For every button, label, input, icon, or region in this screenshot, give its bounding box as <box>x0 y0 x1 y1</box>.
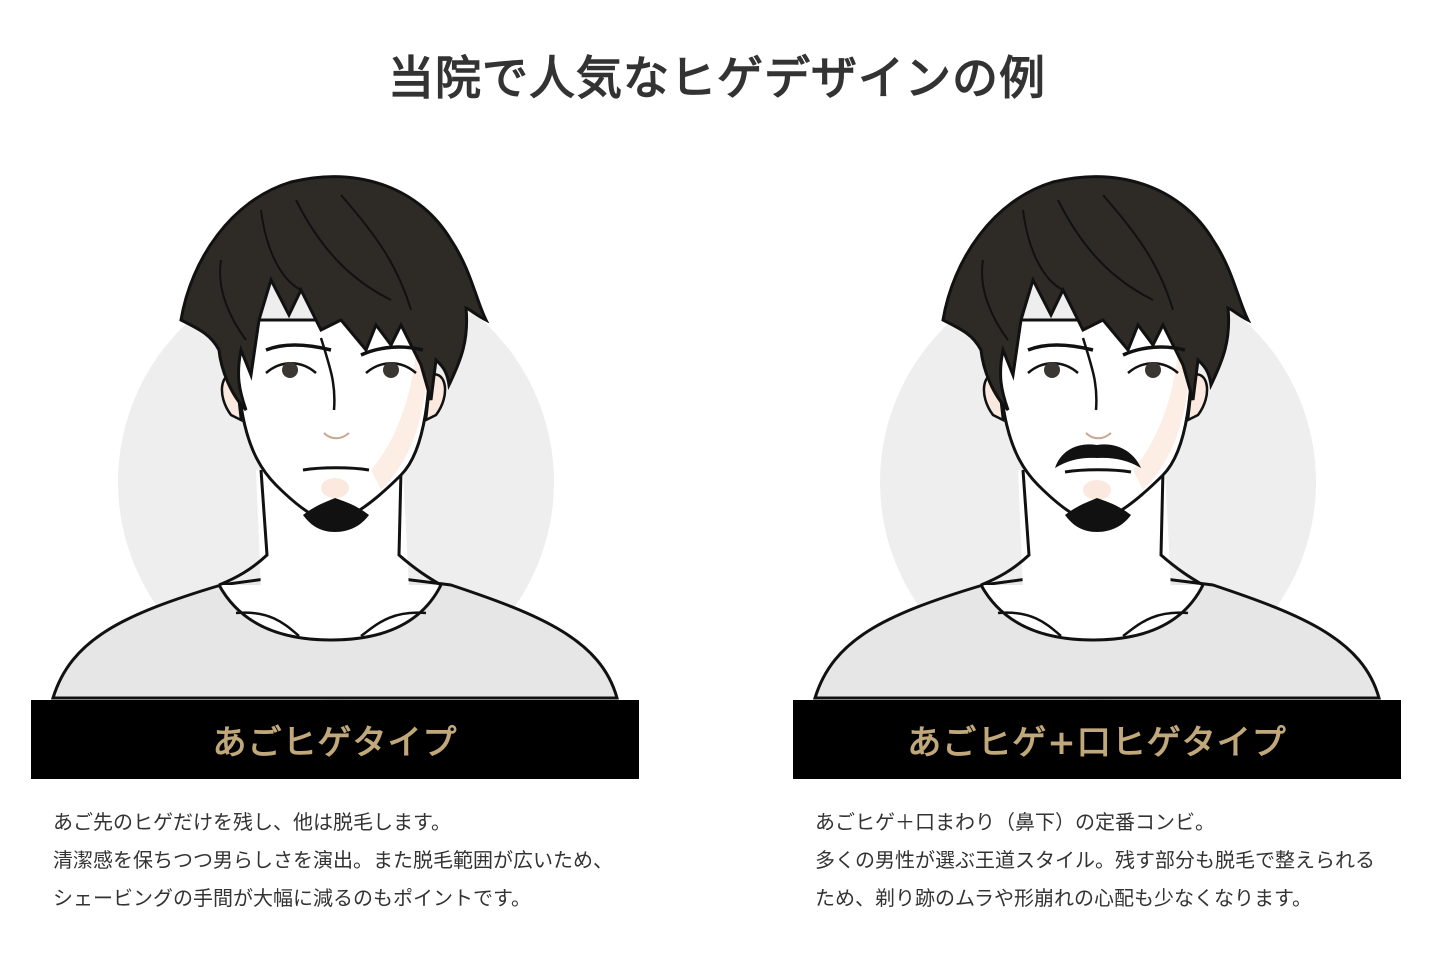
beard-type-label-text: あごヒゲ+口ヒゲタイプ <box>907 723 1287 763</box>
description-line: 多くの男性が選ぶ王道スタイル。残す部分も脱毛で整えられるため、剃り跡のムラや形崩… <box>815 848 1375 910</box>
beard-style-card-chin-mustache: あごヒゲ+口ヒゲタイプ あごヒゲ＋口まわり（鼻下）の定番コンビ。 多くの男性が選… <box>793 170 1401 917</box>
beard-style-card-chin: あごヒゲタイプ あご先のヒゲだけを残し、他は脱毛します。 清潔感を保ちつつ男らし… <box>31 170 639 917</box>
description-line: あご先のヒゲだけを残し、他は脱毛します。 <box>53 810 451 834</box>
beard-type-description: あごヒゲ＋口まわり（鼻下）の定番コンビ。 多くの男性が選ぶ王道スタイル。残す部分… <box>793 803 1401 917</box>
description-line: 清潔感を保ちつつ男らしさを演出。また脱毛範囲が広いため、シェービングの手間が大幅… <box>53 848 613 910</box>
page-title: 当院で人気なヒゲデザインの例 <box>388 51 1046 105</box>
description-line: あごヒゲ＋口まわり（鼻下）の定番コンビ。 <box>815 810 1215 834</box>
beard-type-label: あごヒゲタイプ <box>31 700 639 779</box>
man-portrait-icon <box>812 175 1381 700</box>
man-illustration-chin-beard <box>31 170 639 700</box>
man-illustration-chin-mustache <box>793 170 1401 700</box>
beard-type-label-text: あごヒゲタイプ <box>212 723 458 763</box>
man-portrait-icon <box>50 175 619 700</box>
beard-type-description: あご先のヒゲだけを残し、他は脱毛します。 清潔感を保ちつつ男らしさを演出。また脱… <box>31 803 639 917</box>
beard-type-label: あごヒゲ+口ヒゲタイプ <box>793 700 1401 779</box>
